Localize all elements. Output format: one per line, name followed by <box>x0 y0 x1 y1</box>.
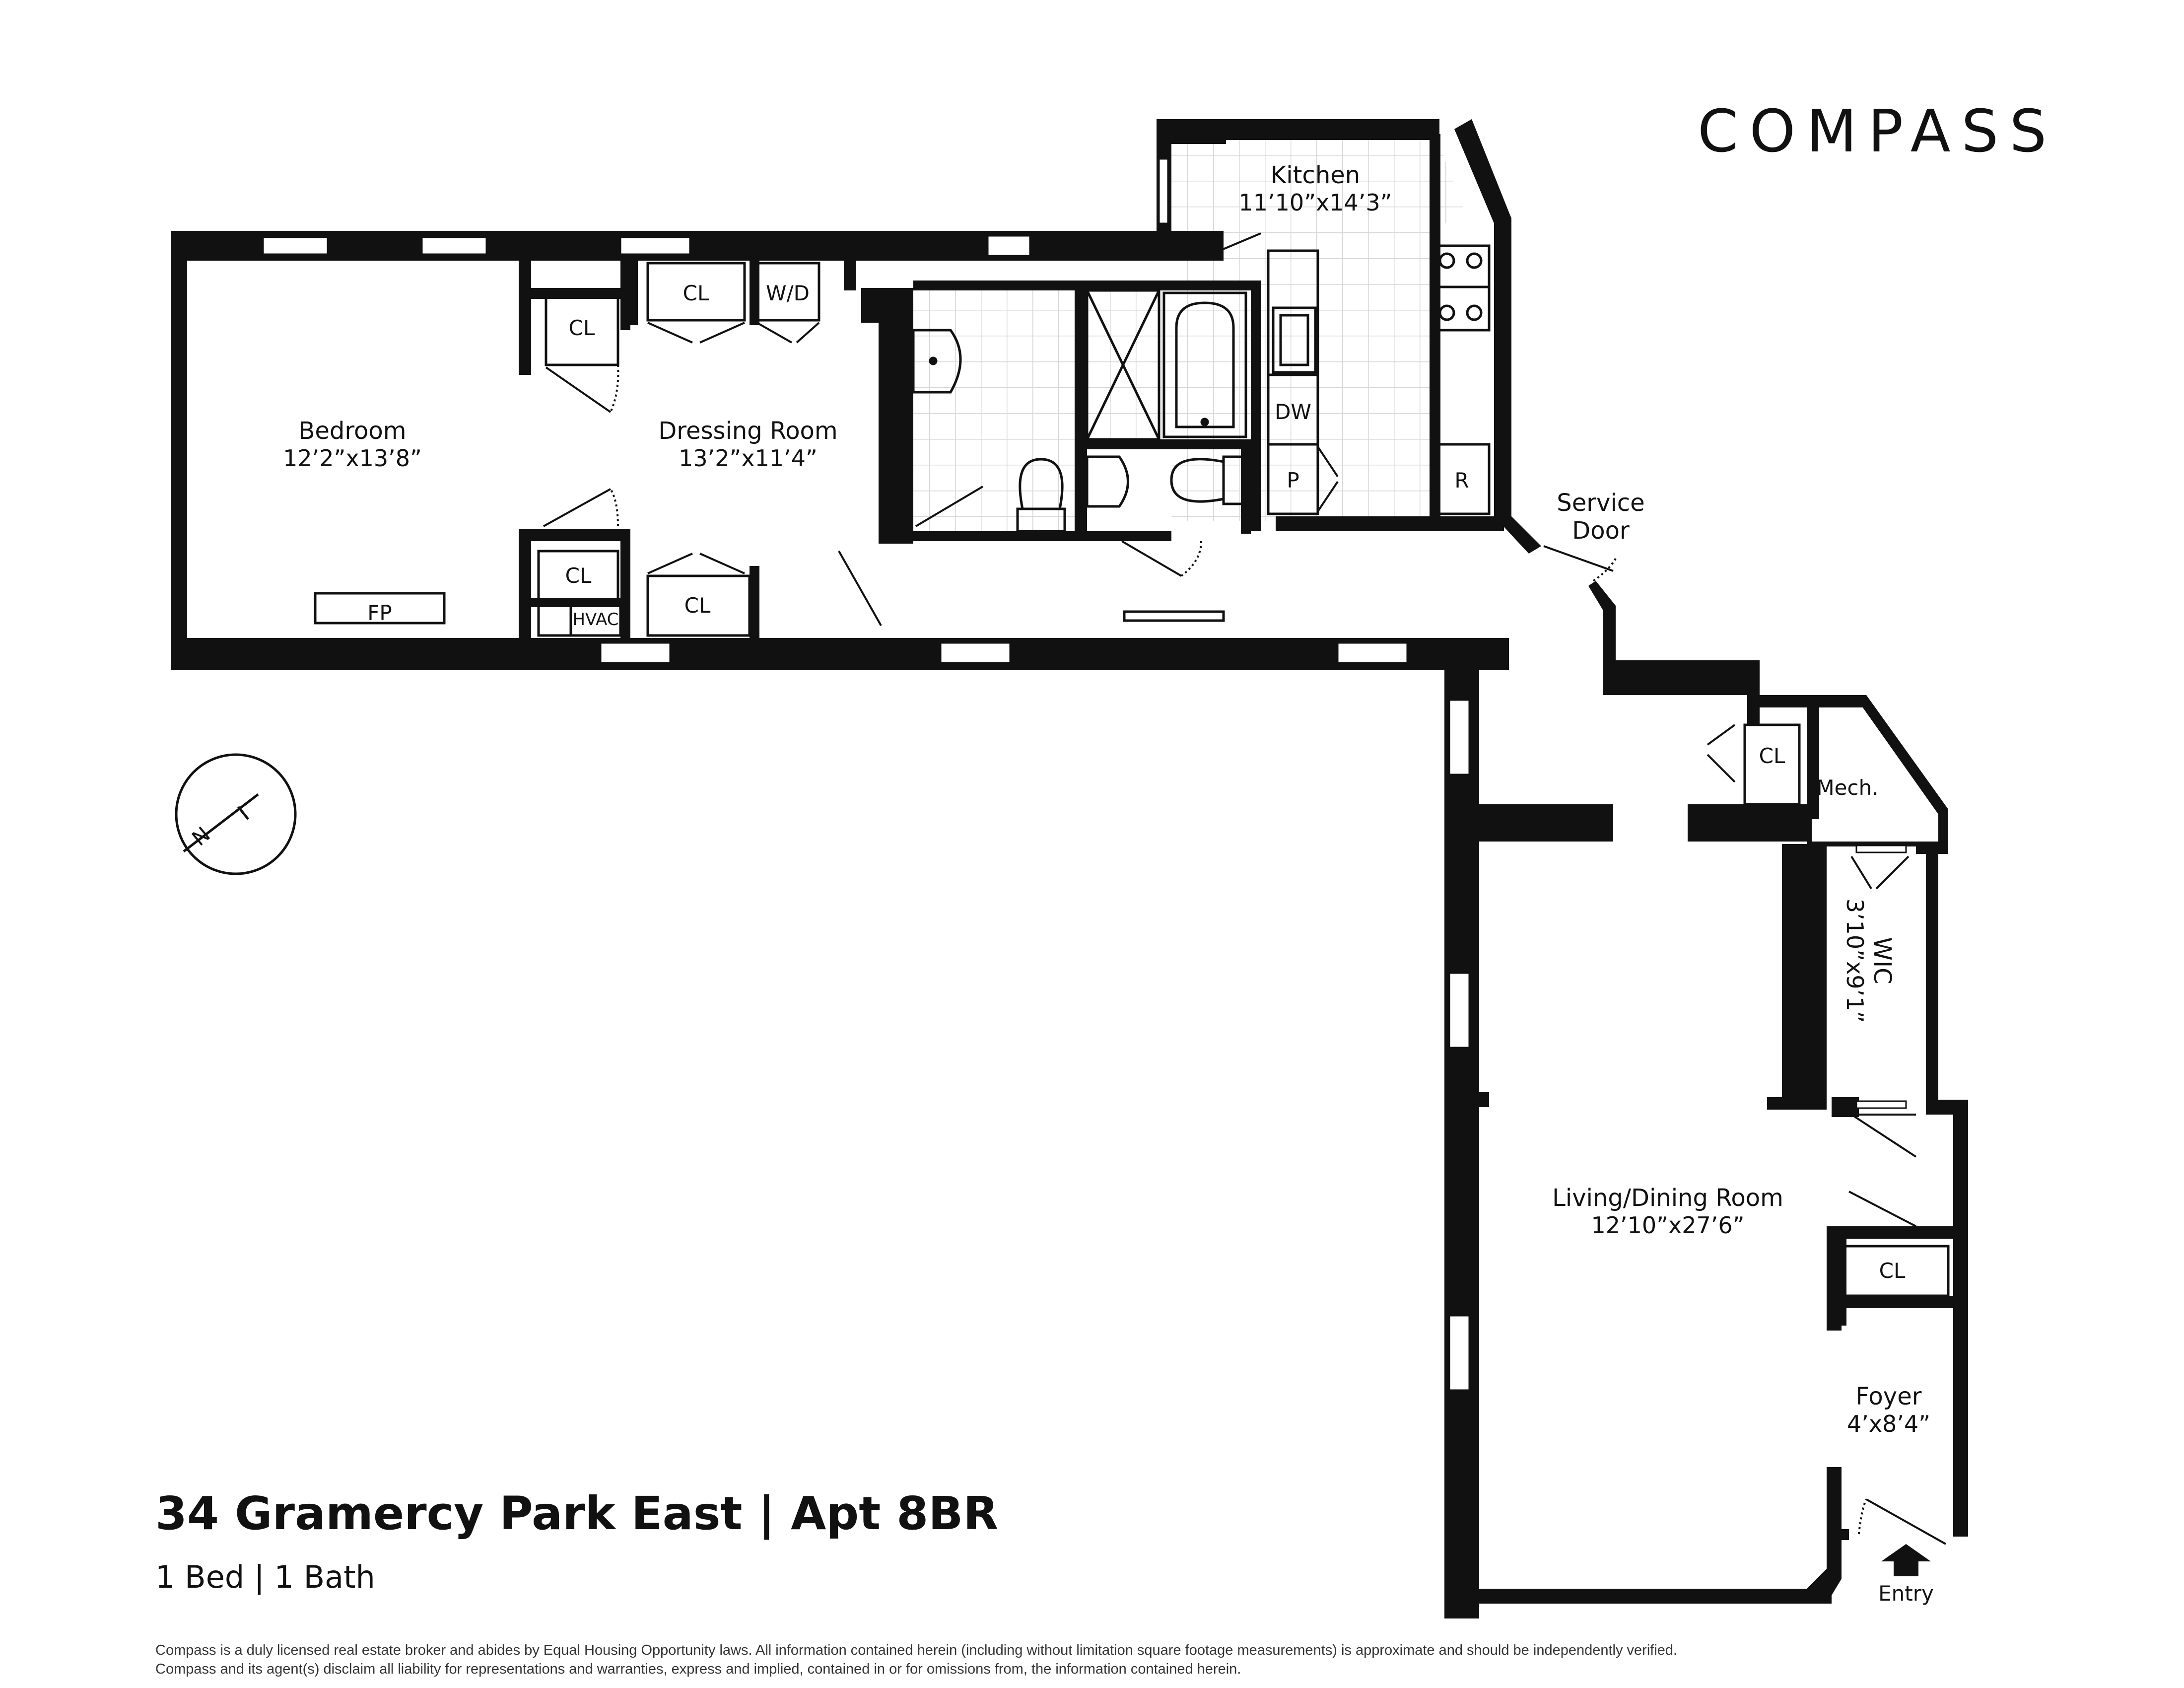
service-door-line-1: Service <box>1557 489 1645 517</box>
mech-label: Mech. <box>1816 775 1879 800</box>
compass-rose-icon <box>175 753 297 875</box>
room-name-foyer: Foyer <box>1855 1383 1922 1410</box>
bath-fixtures <box>912 252 1489 622</box>
entry-arrow-icon <box>1881 1544 1931 1576</box>
listing-title: 34 Gramercy Park East | Apt 8BR <box>155 1487 999 1540</box>
listing-subtitle: 1 Bed | 1 Bath <box>155 1559 375 1595</box>
windows <box>262 158 1907 1391</box>
room-dims-living-dining: 12’10”x27’6” <box>1591 1212 1745 1239</box>
refrigerator-label: R <box>1454 468 1469 492</box>
room-label-kitchen: Kitchen 11’10”x14’3” <box>1239 161 1392 216</box>
closet-label: CL <box>684 593 711 618</box>
service-door-line-2: Door <box>1572 517 1630 545</box>
closet-label: CL <box>682 281 709 305</box>
dishwasher-label: DW <box>1275 400 1311 424</box>
closet-label: CL <box>565 563 592 588</box>
room-label-foyer: Foyer 4’x8’4” <box>1847 1383 1930 1437</box>
entry-label: Entry <box>1878 1581 1934 1606</box>
room-label-bedroom: Bedroom 12’2”x13’8” <box>283 417 422 472</box>
room-name-kitchen: Kitchen <box>1270 161 1361 189</box>
disclaimer-line-1: Compass is a duly licensed real estate b… <box>155 1642 1678 1658</box>
room-name-wic: WIC <box>1868 937 1896 985</box>
room-dims-bedroom: 12’2”x13’8” <box>283 445 422 472</box>
service-door-label: Service Door <box>1557 489 1644 545</box>
room-label-dressing-room: Dressing Room 13’2”x11’4” <box>658 417 837 472</box>
hvac-label: HVAC <box>572 610 619 630</box>
tiled-floors <box>913 119 1469 534</box>
room-dims-wic: 3’10”x9’1” <box>1842 898 1868 1023</box>
room-label-wic: WIC 3’10”x9’1” <box>1842 899 1896 1023</box>
disclaimer-line-2: Compass and its agent(s) disclaim all li… <box>155 1661 1241 1677</box>
washer-dryer-label: W/D <box>765 281 810 305</box>
room-name-dressing-room: Dressing Room <box>658 417 838 445</box>
room-dims-dressing-room: 13’2”x11’4” <box>679 445 818 472</box>
room-dims-kitchen: 11’10”x14’3” <box>1238 189 1392 216</box>
pantry-label: P <box>1287 468 1299 492</box>
doors <box>543 232 1946 1545</box>
room-name-bedroom: Bedroom <box>298 417 407 445</box>
fireplace-label: FP <box>367 601 392 625</box>
room-label-living-dining: Living/Dining Room 12’10”x27’6” <box>1552 1184 1783 1239</box>
room-name-living-dining: Living/Dining Room <box>1552 1184 1783 1212</box>
closet-label: CL <box>1879 1259 1906 1283</box>
closet-label: CL <box>568 316 595 340</box>
closet-label: CL <box>1759 744 1785 768</box>
compass-logo: COMPASS <box>1698 97 2058 165</box>
room-dims-foyer: 4’x8’4” <box>1846 1410 1931 1437</box>
disclaimer: Compass is a duly licensed real estate b… <box>155 1641 2042 1679</box>
